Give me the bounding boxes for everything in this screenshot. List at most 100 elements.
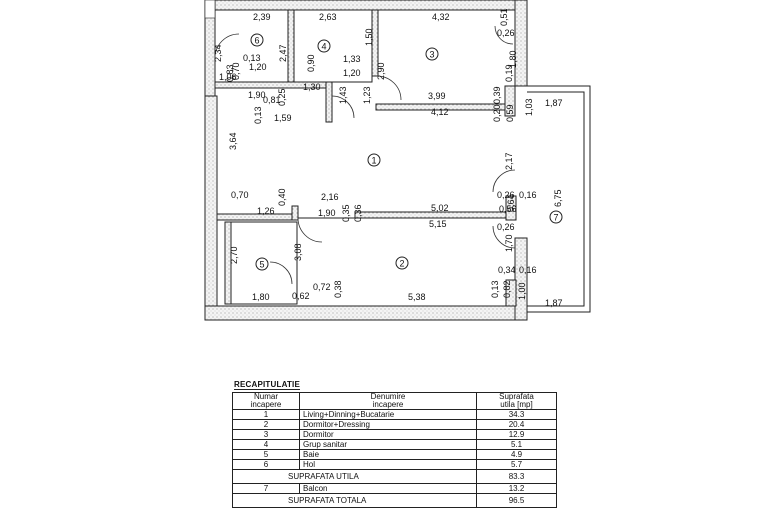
dimension-label: 0,25 bbox=[277, 88, 287, 106]
dimension-label: 1,90 bbox=[318, 208, 336, 218]
dimension-label: 0,82 bbox=[502, 280, 512, 298]
room-marker-circle bbox=[395, 256, 409, 270]
room-marker-circle bbox=[425, 47, 439, 61]
total-area-row: SUPRAFATA TOTALA 96.5 bbox=[232, 493, 557, 508]
dimension-label: 1,20 bbox=[249, 62, 267, 72]
dimension-label: 1,00 bbox=[517, 282, 527, 300]
cell-num: 4 bbox=[232, 439, 300, 450]
dimension-label: 0,26 bbox=[497, 222, 515, 232]
dimension-label: 5,38 bbox=[408, 292, 426, 302]
cell-area: 12.9 bbox=[476, 429, 557, 440]
useful-area-row: SUPRAFATA UTILA 83.3 bbox=[232, 469, 557, 484]
dimension-label: 0,83 bbox=[225, 64, 235, 82]
cell-area: 5.1 bbox=[476, 439, 557, 450]
dimension-label: 1,90 bbox=[248, 90, 266, 100]
balcony-name: Balcon bbox=[299, 483, 477, 494]
room-number: 1 bbox=[371, 156, 376, 166]
room-marker: 3 bbox=[425, 47, 439, 61]
dimension-label: 1,26 bbox=[257, 206, 275, 216]
dimension-label: 1,87 bbox=[545, 298, 563, 308]
room-marker: 7 bbox=[549, 210, 563, 224]
dimension-label: 0,56 bbox=[499, 204, 517, 214]
dimension-label: 6,75 bbox=[553, 189, 563, 207]
useful-area-value: 83.3 bbox=[476, 469, 557, 484]
dimension-label: 0,19 bbox=[504, 64, 514, 82]
cell-num: 6 bbox=[232, 459, 300, 470]
room-number: 2 bbox=[399, 259, 404, 269]
dimension-label: 0,20 bbox=[492, 104, 502, 122]
dimension-label: 2,63 bbox=[319, 12, 337, 22]
balcony-row: 7 Balcon 13.2 bbox=[232, 483, 557, 494]
dimension-label: 2,39 bbox=[253, 12, 271, 22]
dimension-label: 1,70 bbox=[504, 234, 514, 252]
dimension-label: 0,81 bbox=[263, 95, 281, 105]
room-marker-circle bbox=[255, 257, 269, 271]
dimension-label: 0,16 bbox=[519, 265, 537, 275]
dimension-label: 5,15 bbox=[429, 219, 447, 229]
room-marker-circle bbox=[317, 39, 331, 53]
dimension-label: 4,12 bbox=[431, 107, 449, 117]
dimension-label: 0,90 bbox=[306, 54, 316, 72]
dimension-label: 0,13 bbox=[253, 106, 263, 124]
dimension-label: 0,35 bbox=[341, 204, 351, 222]
dimension-label: 1,30 bbox=[303, 82, 321, 92]
dimension-label: 0,70 bbox=[231, 190, 249, 200]
dimension-label: 0,62 bbox=[292, 291, 310, 301]
dimension-label: 0,13 bbox=[243, 53, 261, 63]
dimension-label: 0,13 bbox=[490, 280, 500, 298]
dimension-label: 3,64 bbox=[228, 132, 238, 150]
dimension-label: 0,64 bbox=[506, 194, 516, 212]
total-area-label: SUPRAFATA TOTALA bbox=[232, 493, 477, 508]
dimension-label: 1,43 bbox=[338, 86, 348, 104]
dimension-label: 5,02 bbox=[431, 203, 449, 213]
dimension-label: 0,26 bbox=[497, 190, 515, 200]
header-number: Numar incapere bbox=[232, 392, 300, 410]
useful-area-label: SUPRAFATA UTILA bbox=[232, 469, 477, 484]
balcony-number: 7 bbox=[232, 483, 300, 494]
dimension-label: 1,80 bbox=[508, 50, 518, 68]
room-marker-circle bbox=[549, 210, 563, 224]
cell-area: 34.3 bbox=[476, 409, 557, 420]
cell-area: 4.9 bbox=[476, 449, 557, 460]
dimension-label: 0,72 bbox=[313, 282, 331, 292]
dimension-label: 1,59 bbox=[274, 113, 292, 123]
header-area: Suprafata utila [mp] bbox=[476, 392, 557, 410]
dimension-label: 0,40 bbox=[277, 188, 287, 206]
dimension-label: 0,59 bbox=[505, 104, 515, 122]
recap-title: RECAPITULATIE bbox=[234, 380, 301, 390]
total-area-value: 96.5 bbox=[476, 493, 557, 508]
dimension-label: 2,17 bbox=[504, 152, 514, 170]
dimension-label: 3,99 bbox=[428, 91, 446, 101]
doors bbox=[214, 25, 516, 285]
header-name: Denumire incapere bbox=[299, 392, 477, 410]
room-marker: 4 bbox=[317, 39, 331, 53]
dimension-label: 0,36 bbox=[353, 204, 363, 222]
dimension-label: 4,32 bbox=[432, 12, 450, 22]
dimension-label: 0,16 bbox=[519, 190, 537, 200]
room-number: 4 bbox=[321, 42, 326, 52]
walls bbox=[204, 0, 528, 321]
dimension-label: 1,50 bbox=[364, 28, 374, 46]
cell-area: 20.4 bbox=[476, 419, 557, 430]
recap-table: Numar incapere Denumire incapere Suprafa… bbox=[232, 392, 557, 508]
cell-num: 5 bbox=[232, 449, 300, 460]
dimension-label: 1,20 bbox=[343, 68, 361, 78]
dimension-label: 1,23 bbox=[362, 86, 372, 104]
dimension-label: 2,90 bbox=[376, 62, 386, 80]
dimension-label: 0,39 bbox=[492, 86, 502, 104]
recap-header-row: Numar incapere Denumire incapere Suprafa… bbox=[232, 392, 557, 410]
room-marker: 2 bbox=[395, 256, 409, 270]
room-number: 6 bbox=[254, 36, 259, 46]
cell-name: Dormitor+Dressing bbox=[299, 419, 477, 430]
dimension-label: 2,47 bbox=[278, 44, 288, 62]
recap-panel: RECAPITULATIE Numar incapere Denumire in… bbox=[232, 374, 557, 508]
room-marker-circle bbox=[367, 153, 381, 167]
dimension-label: 2,16 bbox=[321, 192, 339, 202]
dimension-label: 1,06 bbox=[219, 72, 237, 82]
room-number: 3 bbox=[429, 50, 434, 60]
